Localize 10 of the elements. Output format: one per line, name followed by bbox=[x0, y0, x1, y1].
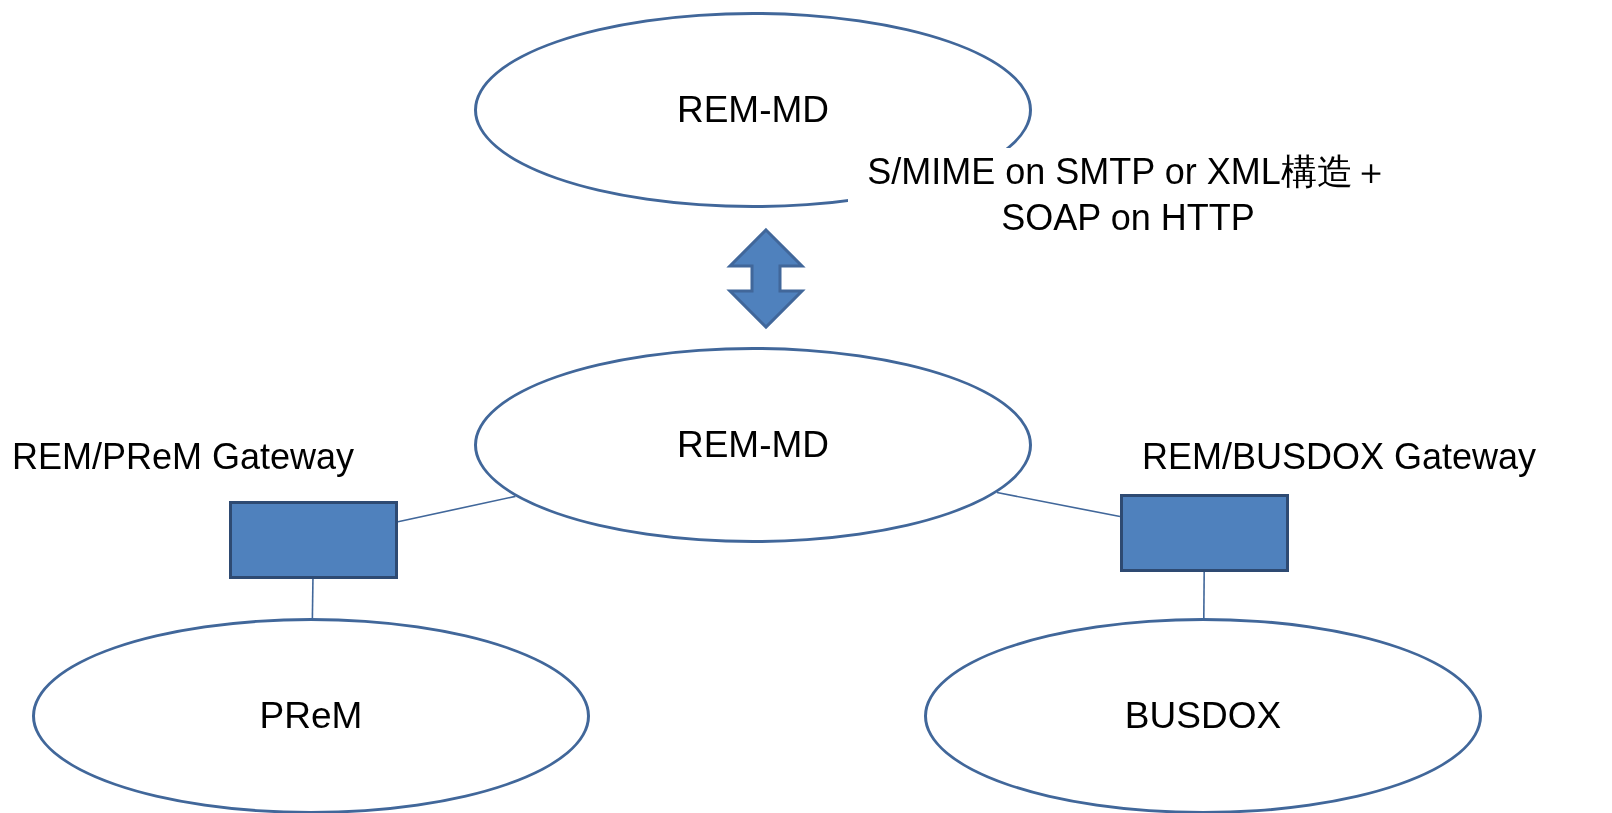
ellipse-node: PReM bbox=[32, 618, 590, 813]
connector-line bbox=[996, 491, 1121, 518]
double-arrow bbox=[726, 227, 806, 330]
ellipse-node: BUSDOX bbox=[924, 618, 1482, 813]
connector-line bbox=[397, 495, 517, 523]
gateway-label: REM/BUSDOX Gateway bbox=[1142, 436, 1537, 478]
gateway-label: REM/PReM Gateway bbox=[12, 436, 355, 478]
ellipse-node: REM-MD bbox=[474, 347, 1032, 543]
connector-line bbox=[1203, 571, 1205, 619]
connector-line bbox=[311, 578, 314, 619]
